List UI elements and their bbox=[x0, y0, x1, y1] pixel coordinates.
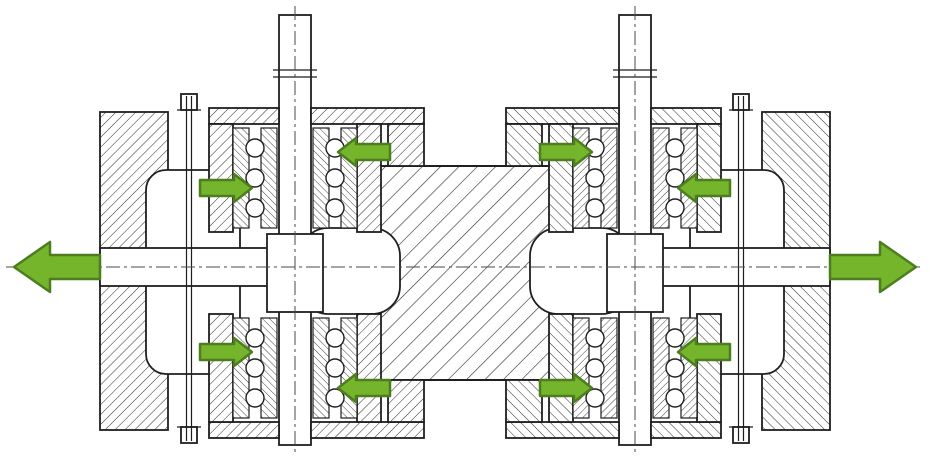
bearing-ball bbox=[325, 198, 345, 218]
bearing-ball bbox=[245, 328, 265, 348]
bearing-force-arrow-left-upper-outer bbox=[336, 136, 392, 168]
top-cap-plate bbox=[208, 107, 280, 125]
top-cap-plate bbox=[310, 107, 425, 125]
bearing-ball bbox=[245, 168, 265, 188]
bearing-force-arrow-right-lower-outer bbox=[538, 372, 594, 404]
bearing-force-arrow-left-upper-inner bbox=[198, 172, 254, 204]
bearing-housing bbox=[208, 123, 234, 233]
bearing-force-arrow-left-lower-outer bbox=[336, 372, 392, 404]
bearing-ball bbox=[325, 168, 345, 188]
main-load-arrow-right bbox=[828, 240, 918, 294]
bearing-force-arrow-right-upper-outer bbox=[538, 136, 594, 168]
tie-bolt bbox=[177, 93, 201, 444]
bearing-housing bbox=[356, 313, 382, 423]
bearing-housing bbox=[356, 123, 382, 233]
bearing-ball bbox=[325, 358, 345, 378]
bolt-nut-top bbox=[180, 93, 198, 111]
left-shaft-assembly bbox=[99, 14, 425, 446]
bearing-ball bbox=[245, 138, 265, 158]
bearing-ball bbox=[245, 198, 265, 218]
bearing-ball bbox=[325, 388, 345, 408]
upper-bearing bbox=[208, 123, 382, 233]
bearing-ball bbox=[245, 358, 265, 378]
bearing-force-arrow-right-upper-inner bbox=[676, 172, 732, 204]
bottom-connector bbox=[387, 379, 425, 423]
bearing-ball bbox=[245, 388, 265, 408]
bearing-force-arrow-right-lower-inner bbox=[676, 336, 732, 368]
top-connector bbox=[387, 123, 425, 167]
bearing-housing bbox=[208, 313, 234, 423]
force-arrows-layer bbox=[12, 136, 918, 404]
main-load-arrow-left bbox=[12, 240, 102, 294]
center-lines bbox=[6, 6, 924, 454]
bearing-ball bbox=[325, 328, 345, 348]
bearing-force-arrow-left-lower-inner bbox=[198, 336, 254, 368]
bolt-nut-bottom bbox=[180, 426, 198, 444]
bottom-cap-plate bbox=[310, 421, 425, 439]
bottom-cap-plate bbox=[208, 421, 280, 439]
shaft bbox=[278, 14, 312, 446]
